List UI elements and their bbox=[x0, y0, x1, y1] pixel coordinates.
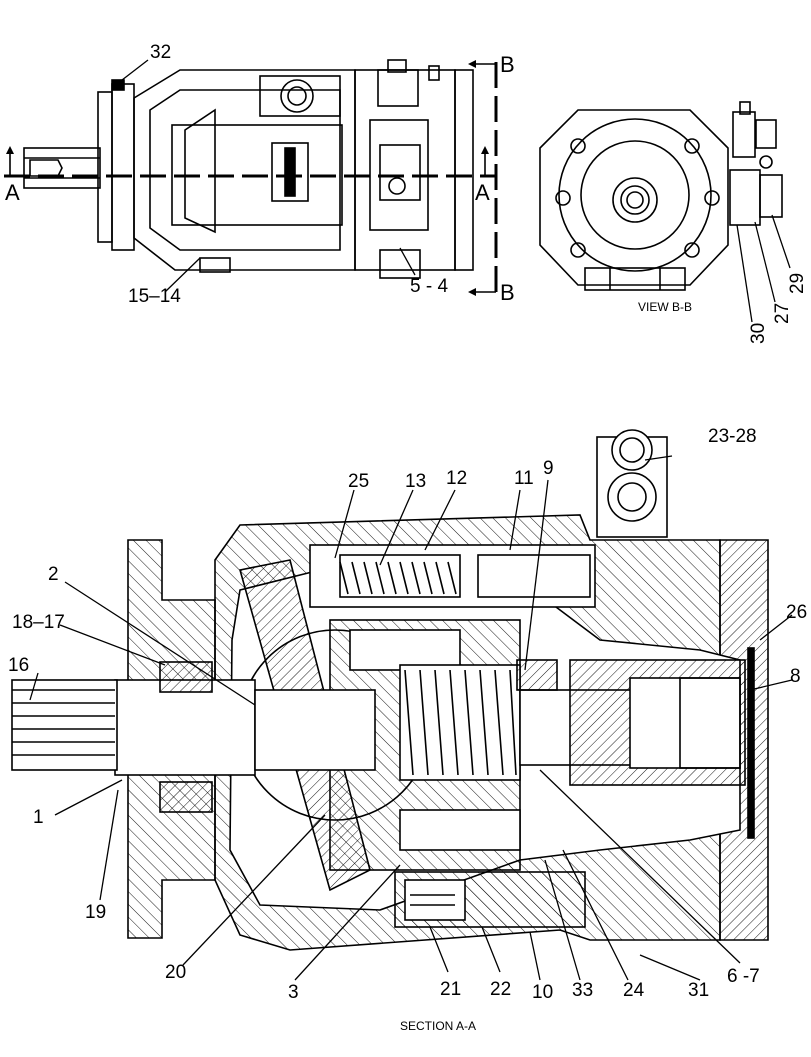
callout-12: 12 bbox=[446, 468, 467, 489]
callout-19: 19 bbox=[85, 902, 106, 923]
side-view-leaders bbox=[121, 59, 416, 293]
callout-6-7: 6 -7 bbox=[727, 966, 760, 987]
callout-25: 25 bbox=[348, 471, 369, 492]
callout-29: 29 bbox=[787, 273, 808, 294]
callout-16: 16 bbox=[8, 655, 29, 676]
view-bb-caption: VIEW B-B bbox=[638, 300, 692, 314]
callout-5-4: 5 - 4 bbox=[410, 276, 448, 297]
callout-26: 26 bbox=[786, 602, 807, 623]
callout-1: 1 bbox=[33, 807, 44, 828]
callout-10: 10 bbox=[532, 982, 553, 1003]
callout-11: 11 bbox=[514, 468, 534, 489]
callout-2: 2 bbox=[48, 564, 59, 585]
callout-30: 30 bbox=[748, 323, 769, 344]
section-aa-leaders bbox=[29, 455, 793, 981]
callout-22: 22 bbox=[490, 979, 511, 1000]
callout-23-28: 23-28 bbox=[708, 426, 757, 447]
callout-9: 9 bbox=[543, 458, 554, 479]
view-bb-leaders bbox=[736, 214, 791, 323]
section-a-left-label: A bbox=[5, 180, 20, 205]
callout-15-14: 15–14 bbox=[128, 286, 181, 307]
callout-24: 24 bbox=[623, 980, 645, 1001]
callout-3: 3 bbox=[288, 982, 299, 1003]
callout-31: 31 bbox=[688, 980, 709, 1001]
view-bb-drawing bbox=[539, 101, 783, 291]
section-b-top-label: B bbox=[500, 52, 515, 77]
section-aa-drawing bbox=[11, 429, 769, 951]
callout-13: 13 bbox=[405, 471, 426, 492]
section-a-right-label: A bbox=[475, 180, 490, 205]
callout-20: 20 bbox=[165, 962, 186, 983]
callout-21: 21 bbox=[440, 979, 461, 1000]
callout-33: 33 bbox=[572, 980, 593, 1001]
section-b-bottom-label: B bbox=[500, 280, 515, 305]
callout-32: 32 bbox=[150, 42, 171, 63]
callout-27: 27 bbox=[772, 303, 793, 324]
callout-18-17: 18–17 bbox=[12, 612, 65, 633]
side-view bbox=[23, 59, 474, 279]
callout-8: 8 bbox=[790, 666, 801, 687]
section-aa-caption: SECTION A-A bbox=[400, 1019, 476, 1033]
